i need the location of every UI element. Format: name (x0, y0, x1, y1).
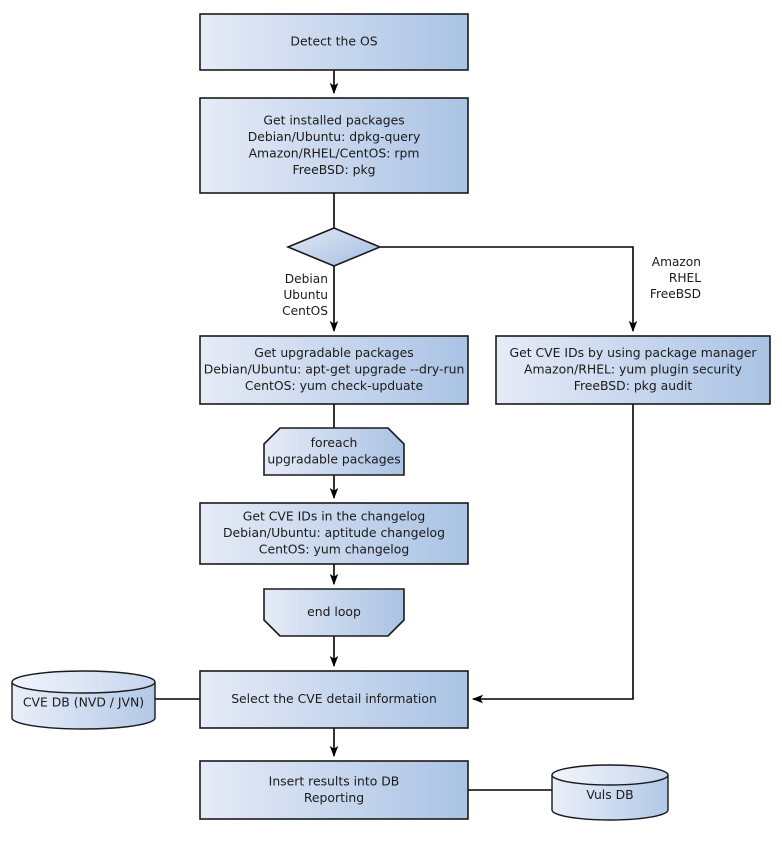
node-label-get-installed-packages: Debian/Ubuntu: dpkg-query (248, 129, 421, 144)
node-shape-get-cve-ids-changelog (199, 502, 469, 565)
connector-decision-to-package-manager (380, 246, 638, 333)
node-label-insert-results-into-db: Reporting (304, 790, 364, 805)
cylinder-body-vuls-db (551, 775, 669, 821)
database-label-vuls-db: Vuls DB (586, 787, 633, 802)
node-label-get-upgradable-packages: Get upgradable packages (254, 345, 413, 360)
node-shape-get-cve-ids-package-manager (495, 335, 771, 405)
database-label-cve-db: CVE DB (NVD / JVN) (23, 695, 144, 710)
node-select-cve-detail[interactable]: Select the CVE detail information (199, 670, 469, 729)
node-label-get-upgradable-packages: Debian/Ubuntu: apt-get upgrade --dry-run (204, 362, 465, 377)
database-cve-db[interactable]: CVE DB (NVD / JVN) (11, 670, 156, 730)
node-label-get-cve-ids-package-manager: FreeBSD: pkg audit (574, 378, 693, 393)
edge-label-line: RHEL (669, 271, 701, 285)
node-shape-foreach-upgradable-packages (263, 427, 405, 476)
node-label-get-cve-ids-package-manager: Get CVE IDs by using package manager (510, 345, 758, 360)
node-shape-get-installed-packages (199, 97, 469, 194)
cylinder-top-cve-db (11, 670, 156, 694)
connectors-layer (155, 70, 638, 791)
cylinder-top-vuls-db (551, 764, 669, 786)
node-end-loop[interactable]: end loop (263, 588, 405, 637)
node-shape-select-cve-detail (199, 670, 469, 729)
database-vuls-db[interactable]: Vuls DB (551, 764, 669, 821)
node-label-select-cve-detail: Select the CVE detail information (231, 691, 437, 706)
node-label-foreach-upgradable-packages: foreach (311, 435, 358, 450)
node-label-detect-os: Detect the OS (290, 34, 377, 49)
nodes-layer: Detect the OS Get installed packagesDebia… (199, 13, 771, 820)
node-get-cve-ids-package-manager[interactable]: Get CVE IDs by using package managerAmaz… (495, 335, 771, 405)
node-label-get-cve-ids-changelog: Debian/Ubuntu: aptitude changelog (223, 525, 445, 540)
connector-package-manager-to-select (471, 404, 634, 704)
node-label-get-upgradable-packages: CentOS: yum check-upduate (245, 378, 423, 393)
edge-label-line: Debian (285, 272, 328, 286)
edge-label-line: CentOS (282, 304, 328, 318)
node-label-get-installed-packages: Amazon/RHEL/CentOS: rpm (249, 145, 420, 160)
node-shape-insert-results-into-db (199, 760, 469, 820)
node-label-end-loop: end loop (307, 604, 361, 619)
node-label-get-installed-packages: FreeBSD: pkg (292, 162, 375, 177)
node-shape-detect-os (199, 13, 469, 71)
node-shape-get-upgradable-packages (199, 335, 469, 405)
cylinder-body-cve-db (11, 682, 156, 730)
node-label-get-cve-ids-changelog: CentOS: yum changelog (259, 542, 409, 557)
node-insert-results-into-db[interactable]: Insert results into DB Reporting (199, 760, 469, 820)
edge-label-line: FreeBSD (650, 287, 701, 301)
node-shape-os-branch-decision (285, 227, 383, 267)
node-shape-end-loop (263, 588, 405, 637)
edge-label-line: Amazon (652, 255, 701, 269)
node-label-get-cve-ids-package-manager: Amazon/RHEL: yum plugin security (524, 362, 742, 377)
node-label-get-installed-packages: Get installed packages (263, 112, 404, 127)
node-os-branch-decision[interactable] (285, 227, 383, 267)
node-label-foreach-upgradable-packages: upgradable packages (267, 451, 400, 466)
node-label-insert-results-into-db: Insert results into DB (269, 773, 400, 788)
edge-label-line: Ubuntu (283, 288, 328, 302)
node-label-get-cve-ids-changelog: Get CVE IDs in the changelog (243, 509, 426, 524)
node-get-cve-ids-changelog[interactable]: Get CVE IDs in the changelogDebian/Ubunt… (199, 502, 469, 565)
databases-layer: CVE DB (NVD / JVN) Vuls DB (11, 670, 669, 821)
node-detect-os[interactable]: Detect the OS (199, 13, 469, 71)
